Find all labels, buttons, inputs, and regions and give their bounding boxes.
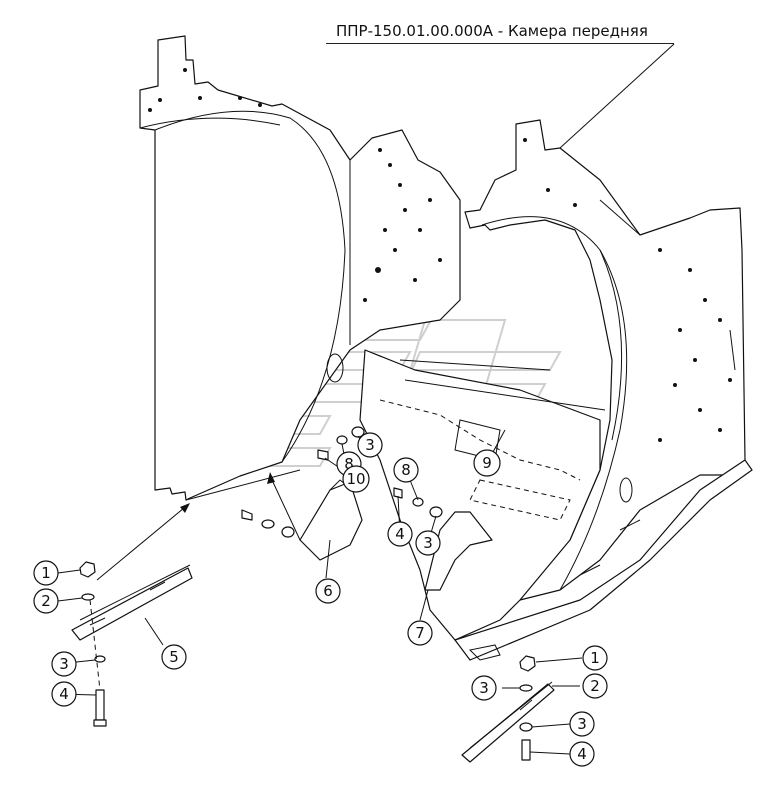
floor-plate (359, 349, 606, 641)
drawing-title: ППР-150.01.00.000А - Камера передняя (336, 22, 648, 40)
title-underline (326, 43, 674, 44)
callout-c5: 5 (161, 644, 187, 670)
callout-label: 3 (479, 679, 489, 697)
callout-c6: 6 (315, 578, 341, 604)
callout-label: 3 (59, 655, 69, 673)
callout-c8b: 8 (393, 457, 419, 483)
callout-label: 6 (323, 582, 333, 600)
callout-c10: 10 (342, 465, 370, 493)
callout-c9: 9 (473, 449, 501, 477)
callout-c4-mid: 4 (387, 521, 413, 547)
callout-label: 2 (590, 677, 600, 695)
callout-label: 4 (577, 745, 587, 763)
callout-c1-left: 1 (33, 560, 59, 586)
left-side-wall (139, 35, 461, 501)
bracket-5 (71, 564, 193, 641)
assembly-arrows (96, 472, 301, 581)
fasteners (79, 426, 536, 761)
callout-c3-right-a: 3 (471, 675, 497, 701)
callout-c4-right: 4 (569, 741, 595, 767)
callout-label: 2 (41, 592, 51, 610)
title-leader-line (559, 43, 675, 149)
shield-7 (424, 511, 493, 591)
callout-c3-mid-b: 3 (415, 530, 441, 556)
shield-6 (299, 479, 363, 561)
callout-label: 8 (344, 455, 354, 473)
callout-label: 1 (590, 649, 600, 667)
callout-c1-right: 1 (582, 645, 608, 671)
callout-c3-right-b: 3 (569, 711, 595, 737)
callout-label: 7 (415, 624, 425, 642)
bracket-right-bottom (461, 681, 555, 763)
callout-label: 3 (577, 715, 587, 733)
callout-label: 4 (59, 685, 69, 703)
callout-label: 4 (395, 525, 405, 543)
callout-label: 8 (401, 461, 411, 479)
callout-c3-left: 3 (51, 651, 77, 677)
callout-c2-right: 2 (582, 673, 608, 699)
right-side-wall (464, 119, 746, 601)
callout-c3-mid-a: 3 (357, 432, 383, 458)
callout-label: 3 (423, 534, 433, 552)
callout-label: 9 (482, 454, 492, 472)
callout-c7: 7 (407, 620, 433, 646)
callout-label: 5 (169, 648, 179, 666)
callout-c4-left: 4 (51, 681, 77, 707)
right-bottom-rail (454, 459, 753, 661)
callout-label: 3 (365, 436, 375, 454)
callout-label: 1 (41, 564, 51, 582)
callout-label: 10 (346, 470, 365, 488)
callout-c2-left: 2 (33, 588, 59, 614)
